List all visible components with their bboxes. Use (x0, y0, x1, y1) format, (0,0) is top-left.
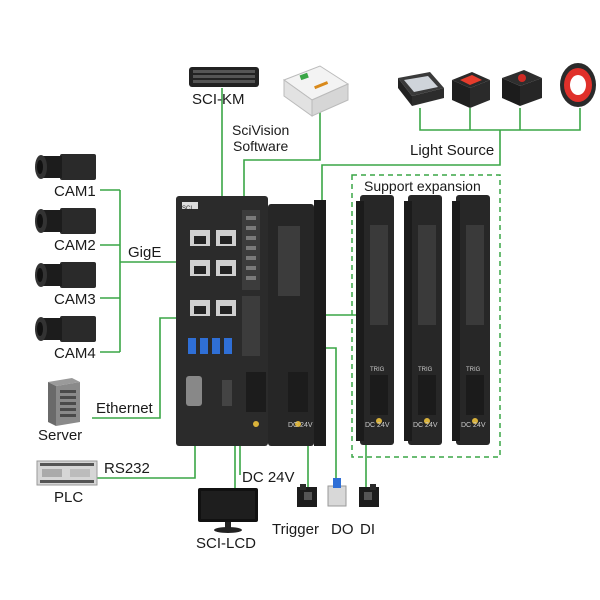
rs232-label: RS232 (104, 460, 150, 477)
light-bus (419, 108, 581, 131)
expansion-dc24v-text-3: DC 24V (461, 422, 486, 429)
controller-brand-text: SCI (182, 206, 193, 212)
expansion-trig-text-2: TRIG (418, 367, 433, 373)
keyboard-icon (189, 67, 259, 87)
camera-icon (35, 262, 96, 288)
gige-label: GigE (128, 244, 162, 261)
server-label: Server (38, 427, 83, 444)
camera-icon (35, 154, 96, 180)
sci-km-label: SCI-KM (192, 91, 245, 108)
camera-icon (35, 316, 96, 342)
ethernet-wire (92, 317, 190, 419)
software-wire (243, 112, 321, 200)
sensor-icon (327, 478, 347, 507)
expansion-dc24v-text-1: DC 24V (365, 422, 390, 429)
software-label: SciVision Software (232, 122, 290, 154)
square-light-dark-icon (502, 70, 542, 106)
plc-label: PLC (54, 489, 84, 506)
main-controller-unit (176, 196, 326, 446)
expansion-trig-text-3: TRIG (466, 367, 481, 373)
ethernet-label: Ethernet (96, 400, 153, 417)
light-source-label: Light Source (410, 142, 495, 159)
support-expansion-label: Support expansion (364, 178, 481, 194)
ring-light-icon (560, 63, 596, 107)
expansion-module-1 (356, 195, 394, 445)
trigger-label: Trigger (272, 521, 319, 538)
cam3-label: CAM3 (54, 291, 96, 308)
support-expansion-box (351, 174, 501, 458)
do-label: DO (331, 521, 354, 538)
module-dc24v-text: DC 24V (288, 422, 313, 429)
di-label: DI (360, 521, 375, 538)
cam1-label: CAM1 (54, 183, 96, 200)
plc-icon (36, 460, 98, 486)
sensor-icon (297, 484, 317, 507)
square-light-red-icon (452, 72, 490, 108)
monitor-icon (198, 488, 258, 533)
cam4-label: CAM4 (54, 345, 96, 362)
bar-light-icon (398, 72, 444, 106)
camera-icon (35, 208, 96, 234)
expansion-trig-text-1: TRIG (370, 367, 385, 373)
server-icon (48, 378, 80, 426)
expansion-dc24v-text-2: DC 24V (413, 422, 438, 429)
expansion-module-3 (452, 195, 490, 445)
dc24v-label: DC 24V (242, 469, 295, 486)
sensor-icon (359, 484, 379, 507)
expansion-module-2 (404, 195, 442, 445)
software-box-icon (282, 65, 350, 117)
sci-lcd-label: SCI-LCD (196, 535, 257, 552)
cam2-label: CAM2 (54, 237, 96, 254)
